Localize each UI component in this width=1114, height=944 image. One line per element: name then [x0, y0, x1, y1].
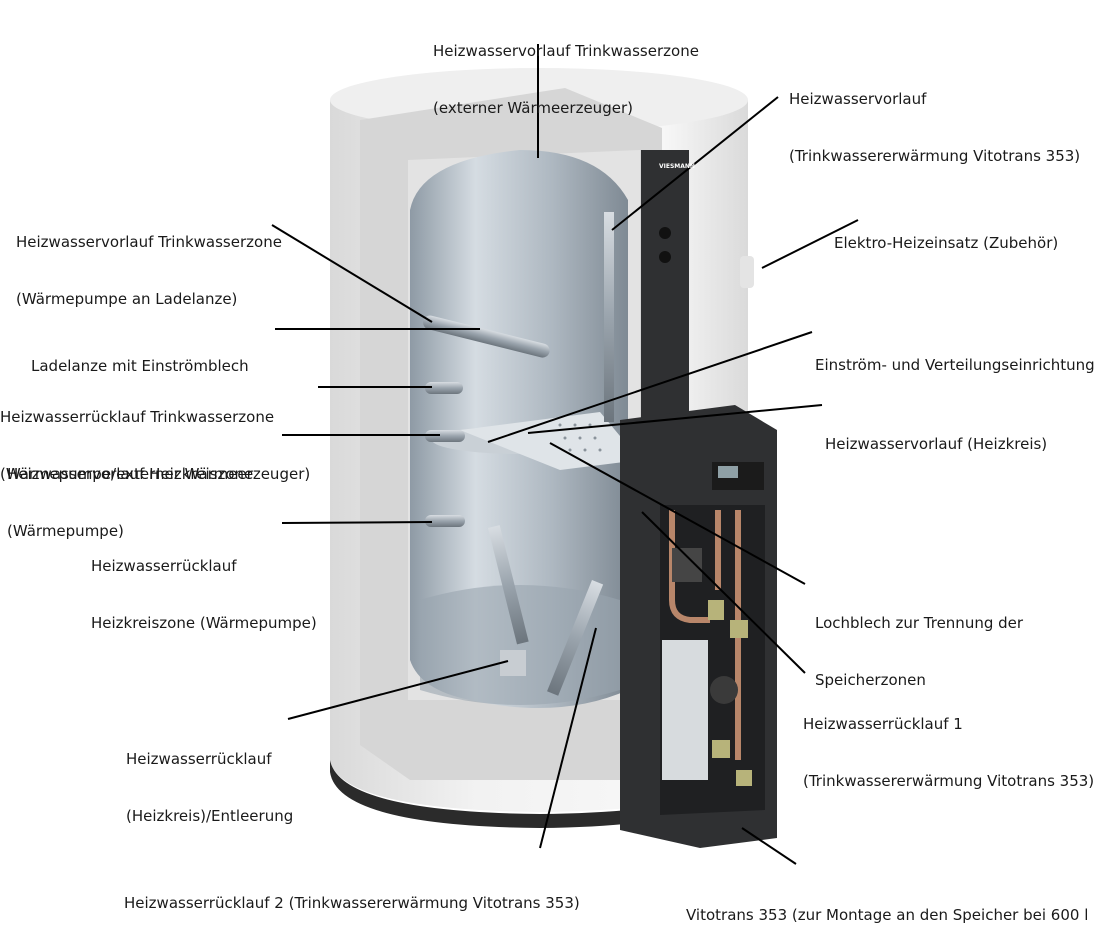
label-line: (Trinkwassererwärmung Vitotrans 353) — [789, 147, 1081, 165]
label-line: Heizwasservorlauf (Heizkreis) — [825, 435, 1048, 453]
label-line: Heizwasservorlauf Trinkwasserzone — [16, 233, 282, 251]
label-line: (Wärmepumpe/externer Wärmeerzeuger) — [0, 465, 311, 483]
label-top-supply-dhw-external: Heizwasservorlauf Trinkwasserzone (exter… — [433, 4, 699, 137]
storage-tank-cutaway: VIESMANN — [271, 44, 859, 865]
label-return2-vitotrans: Heizwasserrücklauf 2 (Trinkwassererwärmu… — [124, 856, 580, 932]
label-line: Heizwasserrücklauf — [91, 557, 237, 575]
label-line: (Heizkreis)/Entleerung — [126, 807, 294, 825]
label-perforated-plate: Lochblech zur Trennung der Speicherzonen — [815, 576, 1023, 709]
label-line: (Trinkwassererwärmung Vitotrans 353) — [803, 772, 1095, 790]
label-line: (Wärmepumpe an Ladelanze) — [16, 290, 238, 308]
label-return-heating-zone: Heizwasserrücklauf Heizkreiszone (Wärmep… — [91, 519, 317, 652]
label-supply-vitotrans: Heizwasservorlauf (Trinkwassererwärmung … — [789, 52, 1080, 185]
label-line: Heizwasserrücklauf — [126, 750, 272, 768]
label-line: Heizwasserrücklauf 2 (Trinkwassererwärmu… — [124, 894, 580, 912]
label-line: Lochblech zur Trennung der — [815, 614, 1024, 632]
label-return-drain: Heizwasserrücklauf (Heizkreis)/Entleerun… — [126, 712, 293, 845]
label-line: Speicherzonen — [815, 671, 926, 689]
tank-pipes — [423, 212, 754, 696]
label-supply-dhw-heatpump: Heizwasservorlauf Trinkwasserzone (Wärme… — [16, 195, 282, 328]
label-inflow-distribution: Einström- und Verteilungseinrichtung — [815, 318, 1095, 394]
leader-lines — [271, 44, 859, 865]
label-supply-heating-circuit: Heizwasservorlauf (Heizkreis) — [825, 397, 1047, 473]
label-return1-vitotrans: Heizwasserrücklauf 1 (Trinkwassererwärmu… — [803, 677, 1094, 810]
label-return-dhw-zone: Heizwasserrücklauf Trinkwasserzone (Wärm… — [0, 370, 310, 503]
label-line: Elektro-Heizeinsatz (Zubehör) — [834, 234, 1059, 252]
label-line: Heizwasserrücklauf Trinkwasserzone — [0, 408, 275, 426]
label-line: (Wärmepumpe) — [7, 522, 124, 540]
vitotrans-module — [620, 150, 777, 848]
label-line: Heizwasservorlauf Heizkreiszone — [7, 465, 254, 483]
label-line: Einström- und Verteilungseinrichtung — [815, 356, 1095, 374]
label-line: Heizwasserrücklauf 1 — [803, 715, 963, 733]
label-line: Vitotrans 353 (zur Montage an den Speich… — [686, 906, 1089, 924]
viessmann-logo: VIESMANN — [659, 163, 695, 170]
label-line: Heizwasservorlauf — [789, 90, 927, 108]
label-electric-heater: Elektro-Heizeinsatz (Zubehör) — [834, 196, 1058, 272]
label-line: Ladelanze mit Einströmblech — [31, 357, 249, 375]
label-line: Heizwasservorlauf Trinkwasserzone — [433, 42, 699, 60]
label-charging-lance: Ladelanze mit Einströmblech — [31, 319, 249, 395]
label-line: Heizkreiszone (Wärmepumpe) — [91, 614, 317, 632]
label-vitotrans-mount: Vitotrans 353 (zur Montage an den Speich… — [686, 868, 1088, 944]
label-line: (externer Wärmeerzeuger) — [433, 99, 633, 117]
label-supply-heating-zone: Heizwasservorlauf Heizkreiszone (Wärmepu… — [7, 427, 253, 560]
